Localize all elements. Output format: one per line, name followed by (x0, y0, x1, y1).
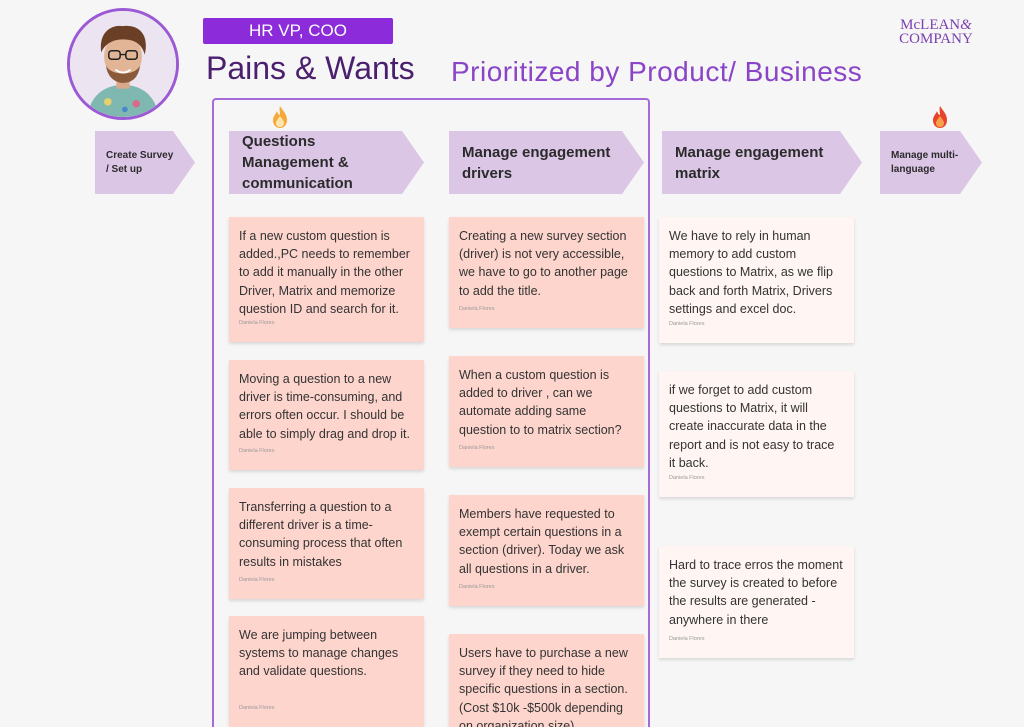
brand-logo: McLEAN& COMPANY (899, 17, 973, 47)
note-author: Daniela Flores (459, 583, 495, 590)
note-author: Daniela Flores (239, 319, 275, 326)
note-author: Daniela Flores (239, 576, 275, 583)
sticky-note: Members have requested to exempt certain… (449, 495, 644, 606)
sticky-note: Moving a question to a new driver is tim… (229, 360, 424, 470)
page-subtitle: Prioritized by Product/ Business (451, 56, 863, 87)
note-author: Daniela Flores (239, 447, 275, 454)
sticky-note: Creating a new survey section (driver) i… (449, 217, 644, 328)
note-author: Daniela Flores (239, 704, 275, 711)
note-author: Daniela Flores (669, 320, 705, 327)
category-multi-language: Manage multi-language (880, 131, 982, 194)
sticky-note: if we forget to add custom questions to … (659, 371, 854, 497)
flame-icon (270, 105, 290, 129)
sticky-note: We are jumping between systems to manage… (229, 616, 424, 727)
category-create-survey: Create Survey / Set up (95, 131, 195, 194)
sticky-note: We have to rely in human memory to add c… (659, 217, 854, 343)
flame-icon (930, 105, 950, 129)
priority-highlight-frame (212, 98, 650, 727)
note-author: Daniela Flores (459, 444, 495, 451)
sticky-note: Hard to trace erros the moment the surve… (659, 546, 854, 658)
sticky-note: If a new custom question is added.,PC ne… (229, 217, 424, 342)
sticky-note: Transferring a question to a different d… (229, 488, 424, 599)
avatar (67, 8, 179, 120)
note-author: Daniela Flores (459, 305, 495, 312)
category-questions-management: Questions Management & communication (229, 131, 424, 194)
person-portrait (70, 11, 176, 117)
page-title: Pains & Wants (206, 50, 415, 86)
category-engagement-matrix: Manage engagement matrix (662, 131, 862, 194)
note-author: Daniela Flores (669, 635, 705, 642)
sticky-note: Users have to purchase a new survey if t… (449, 634, 644, 727)
role-badge: HR VP, COO (203, 18, 393, 44)
sticky-note: When a custom question is added to drive… (449, 356, 644, 467)
category-engagement-drivers: Manage engagement drivers (449, 131, 644, 194)
note-author: Daniela Flores (669, 474, 705, 481)
